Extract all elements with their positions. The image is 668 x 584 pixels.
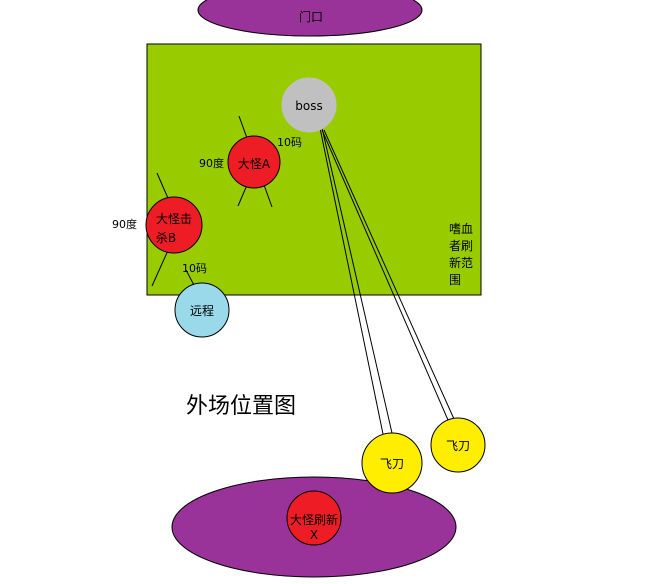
blood-spawn-line2: 者刷 [449, 239, 473, 253]
blade-line-2b [323, 129, 455, 420]
flying-blade-1-label: 飞刀 [380, 457, 404, 471]
diagram-title: 外场位置图 [186, 394, 296, 419]
distance-a-label: 10码 [277, 136, 302, 149]
spawn-x-label-line2: X [310, 528, 318, 542]
facing-line-b2 [151, 245, 171, 287]
monster-a-label: 大怪A [238, 157, 271, 171]
flying-blade-2-label: 飞刀 [446, 439, 470, 453]
blood-spawn-line4: 围 [449, 273, 461, 287]
blade-line-2a [321, 129, 449, 421]
door-label: 门口 [299, 9, 323, 24]
angle-b-label: 90度 [112, 217, 137, 231]
spawn-x-label-line1: 大怪刷新 [290, 512, 338, 527]
spawn-x-marker [286, 490, 342, 546]
door-portal [197, 0, 423, 37]
blood-spawn-line1: 嗜血 [449, 222, 473, 236]
blood-spawn-line3: 新范 [449, 255, 473, 270]
monster-b-label-line2: 杀B [156, 230, 176, 245]
monster-b-marker [145, 196, 203, 254]
blade-line-1a [319, 127, 384, 435]
boss-label: boss [295, 99, 322, 113]
flying-blade-1 [361, 432, 423, 494]
monster-a-marker [227, 135, 281, 189]
ranged-marker [174, 282, 230, 338]
monster-b-label-line1: 大怪击 [156, 212, 192, 226]
boss-marker [281, 77, 337, 133]
distance-b-label: 10码 [182, 262, 207, 275]
angle-a-label: 90度 [199, 156, 224, 170]
blade-line-1b [321, 127, 393, 434]
ranged-label: 远程 [190, 303, 214, 318]
flying-blade-2 [430, 417, 486, 473]
